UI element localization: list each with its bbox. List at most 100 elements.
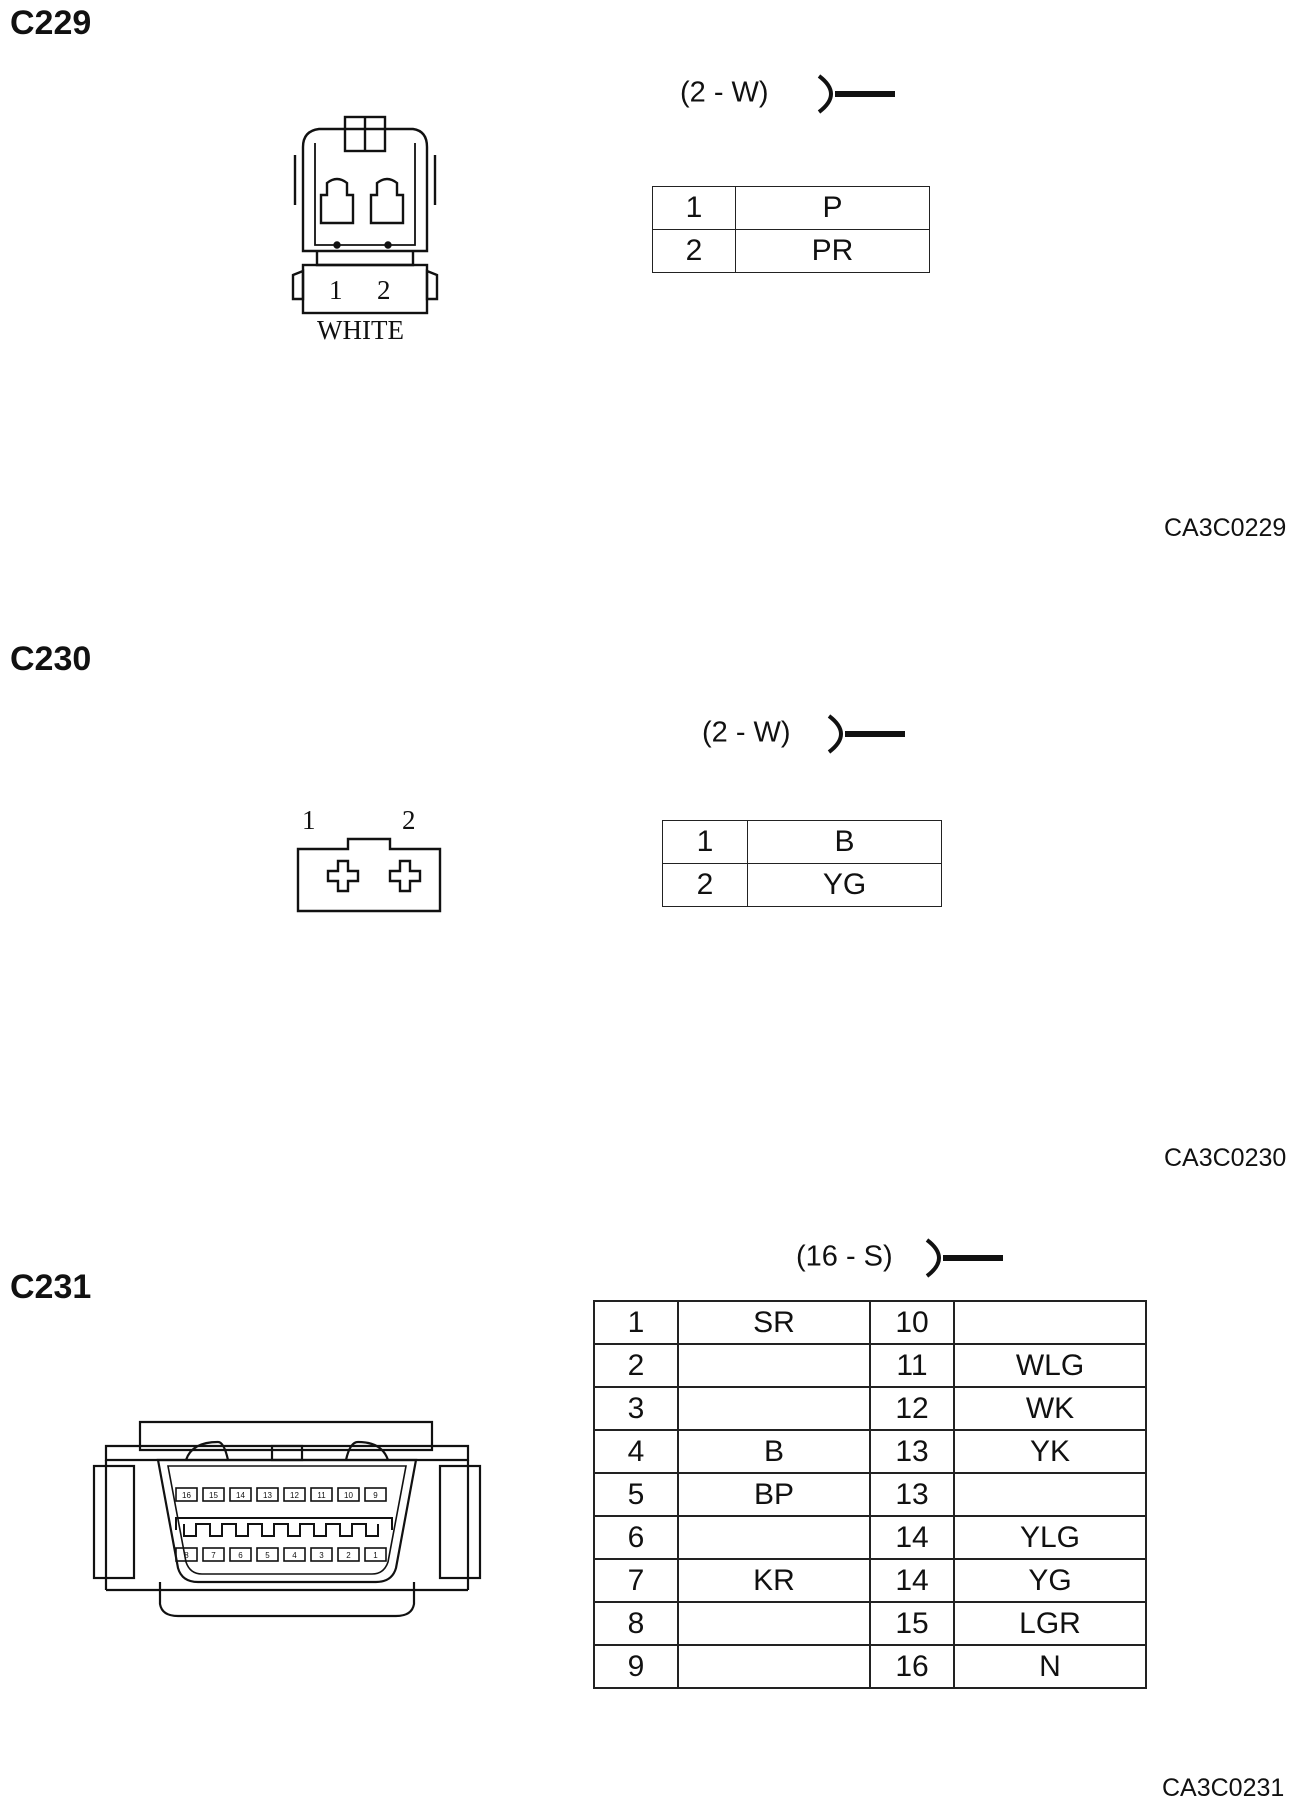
obd-pin-label: 10 [344, 1491, 353, 1500]
section-title-c229: C229 [10, 4, 92, 42]
obd-pin-label: 5 [265, 1551, 270, 1560]
wire-color-cell: WK [953, 1386, 1147, 1431]
pin-number-cell: 5 [593, 1472, 679, 1517]
connector-spec-c229: (2 - W) [680, 72, 897, 116]
female-terminal-icon [817, 74, 895, 114]
wire-color-cell: B [747, 820, 942, 864]
pin-table-c229: 1 P 2 PR [652, 186, 930, 273]
obd-pin-label: 14 [236, 1491, 245, 1500]
pin-number-cell: 4 [593, 1429, 679, 1474]
pin-number-cell: 11 [869, 1343, 955, 1388]
obd-pin-label: 9 [373, 1491, 378, 1500]
pin-number-cell: 12 [869, 1386, 955, 1431]
wire-color-cell: YK [953, 1429, 1147, 1474]
obd-pin-cavity [256, 1547, 279, 1562]
obd-pin-label: 16 [182, 1491, 191, 1500]
section-title-c230: C230 [10, 640, 92, 678]
wire-color-cell [953, 1472, 1147, 1517]
section-title-c231: C231 [10, 1268, 92, 1306]
obd-pin-label: 2 [346, 1551, 351, 1560]
pin-number-cell: 6 [593, 1515, 679, 1560]
connector-pin-label-2: 2 [402, 805, 416, 835]
obd-pin-label: 4 [292, 1551, 297, 1560]
obd-top-row: 16 15 14 13 12 11 10 9 [175, 1487, 387, 1502]
connector-pin-label-1: 1 [302, 805, 316, 835]
wire-color-cell [677, 1386, 871, 1431]
pin-number-cell: 2 [593, 1343, 679, 1388]
wire-color-cell: YLG [953, 1515, 1147, 1560]
obd-pin-cavity [229, 1547, 252, 1562]
obd-pin-label: 11 [317, 1491, 326, 1500]
wire-color-cell [677, 1644, 871, 1689]
female-terminal-icon [827, 714, 905, 754]
pin-number-cell: 15 [869, 1601, 955, 1646]
obd-pin-cavity [337, 1547, 360, 1562]
obd-pin-cavity [175, 1487, 198, 1502]
figure-code-c229: CA3C0229 [1164, 514, 1287, 542]
obd-pin-label: 3 [319, 1551, 324, 1560]
wire-color-cell: N [953, 1644, 1147, 1689]
obd-pin-label: 6 [238, 1551, 243, 1560]
table-row: 1 P [652, 186, 930, 230]
pin-number-cell: 14 [869, 1515, 955, 1560]
obd-pin-label: 8 [184, 1551, 189, 1560]
pin-table-c230: 1 B 2 YG [662, 820, 942, 907]
pin-number-cell: 16 [869, 1644, 955, 1689]
wire-color-cell: B [677, 1429, 871, 1474]
figure-code-c230: CA3C0230 [1164, 1144, 1287, 1172]
connector-c230-drawing [296, 837, 442, 913]
figure-code-c231: CA3C0231 [1162, 1774, 1285, 1802]
obd-pin-cavity [202, 1547, 225, 1562]
obd-pin-cavity [256, 1487, 279, 1502]
pin-number-cell: 2 [662, 863, 748, 907]
obd-pin-label: 15 [209, 1491, 218, 1500]
connector-spec-c230: (2 - W) [702, 712, 907, 756]
wire-color-cell: SR [677, 1300, 871, 1345]
connector-spec-c231: (16 - S) [796, 1236, 1005, 1280]
obd-pin-cavity [337, 1487, 360, 1502]
connector-pin-label-2: 2 [377, 275, 391, 305]
obd-pin-label: 13 [263, 1491, 272, 1500]
obd-pin-cavity [283, 1487, 306, 1502]
pin-number-cell: 13 [869, 1429, 955, 1474]
pin-number-cell: 1 [652, 186, 736, 230]
obd-pin-cavity [175, 1547, 198, 1562]
pin-number-cell: 7 [593, 1558, 679, 1603]
pin-number-cell: 13 [869, 1472, 955, 1517]
pin-number-cell: 1 [593, 1300, 679, 1345]
table-row: 1 B [662, 820, 942, 864]
obd-pin-cavity [283, 1547, 306, 1562]
pin-number-cell: 3 [593, 1386, 679, 1431]
obd-pin-cavity [364, 1547, 387, 1562]
obd-pin-cavity [310, 1487, 333, 1502]
obd-pin-cavity [202, 1487, 225, 1502]
obd-pin-label: 12 [290, 1491, 299, 1500]
table-row: 2 YG [662, 863, 942, 907]
connector-pin-label-1: 1 [329, 275, 343, 305]
wire-color-cell [677, 1515, 871, 1560]
pin-number-cell: 2 [652, 229, 736, 273]
wire-color-cell: LGR [953, 1601, 1147, 1646]
connector-spec-text: (2 - W) [702, 716, 791, 749]
wire-color-cell [677, 1343, 871, 1388]
obd-pin-label: 1 [373, 1551, 378, 1560]
wire-color-cell: PR [735, 229, 930, 273]
pin-number-cell: 10 [869, 1300, 955, 1345]
obd-pin-cavity [364, 1487, 387, 1502]
wire-color-cell: P [735, 186, 930, 230]
pin-number-cell: 9 [593, 1644, 679, 1689]
wire-color-cell [953, 1300, 1147, 1345]
wire-color-cell: YG [747, 863, 942, 907]
